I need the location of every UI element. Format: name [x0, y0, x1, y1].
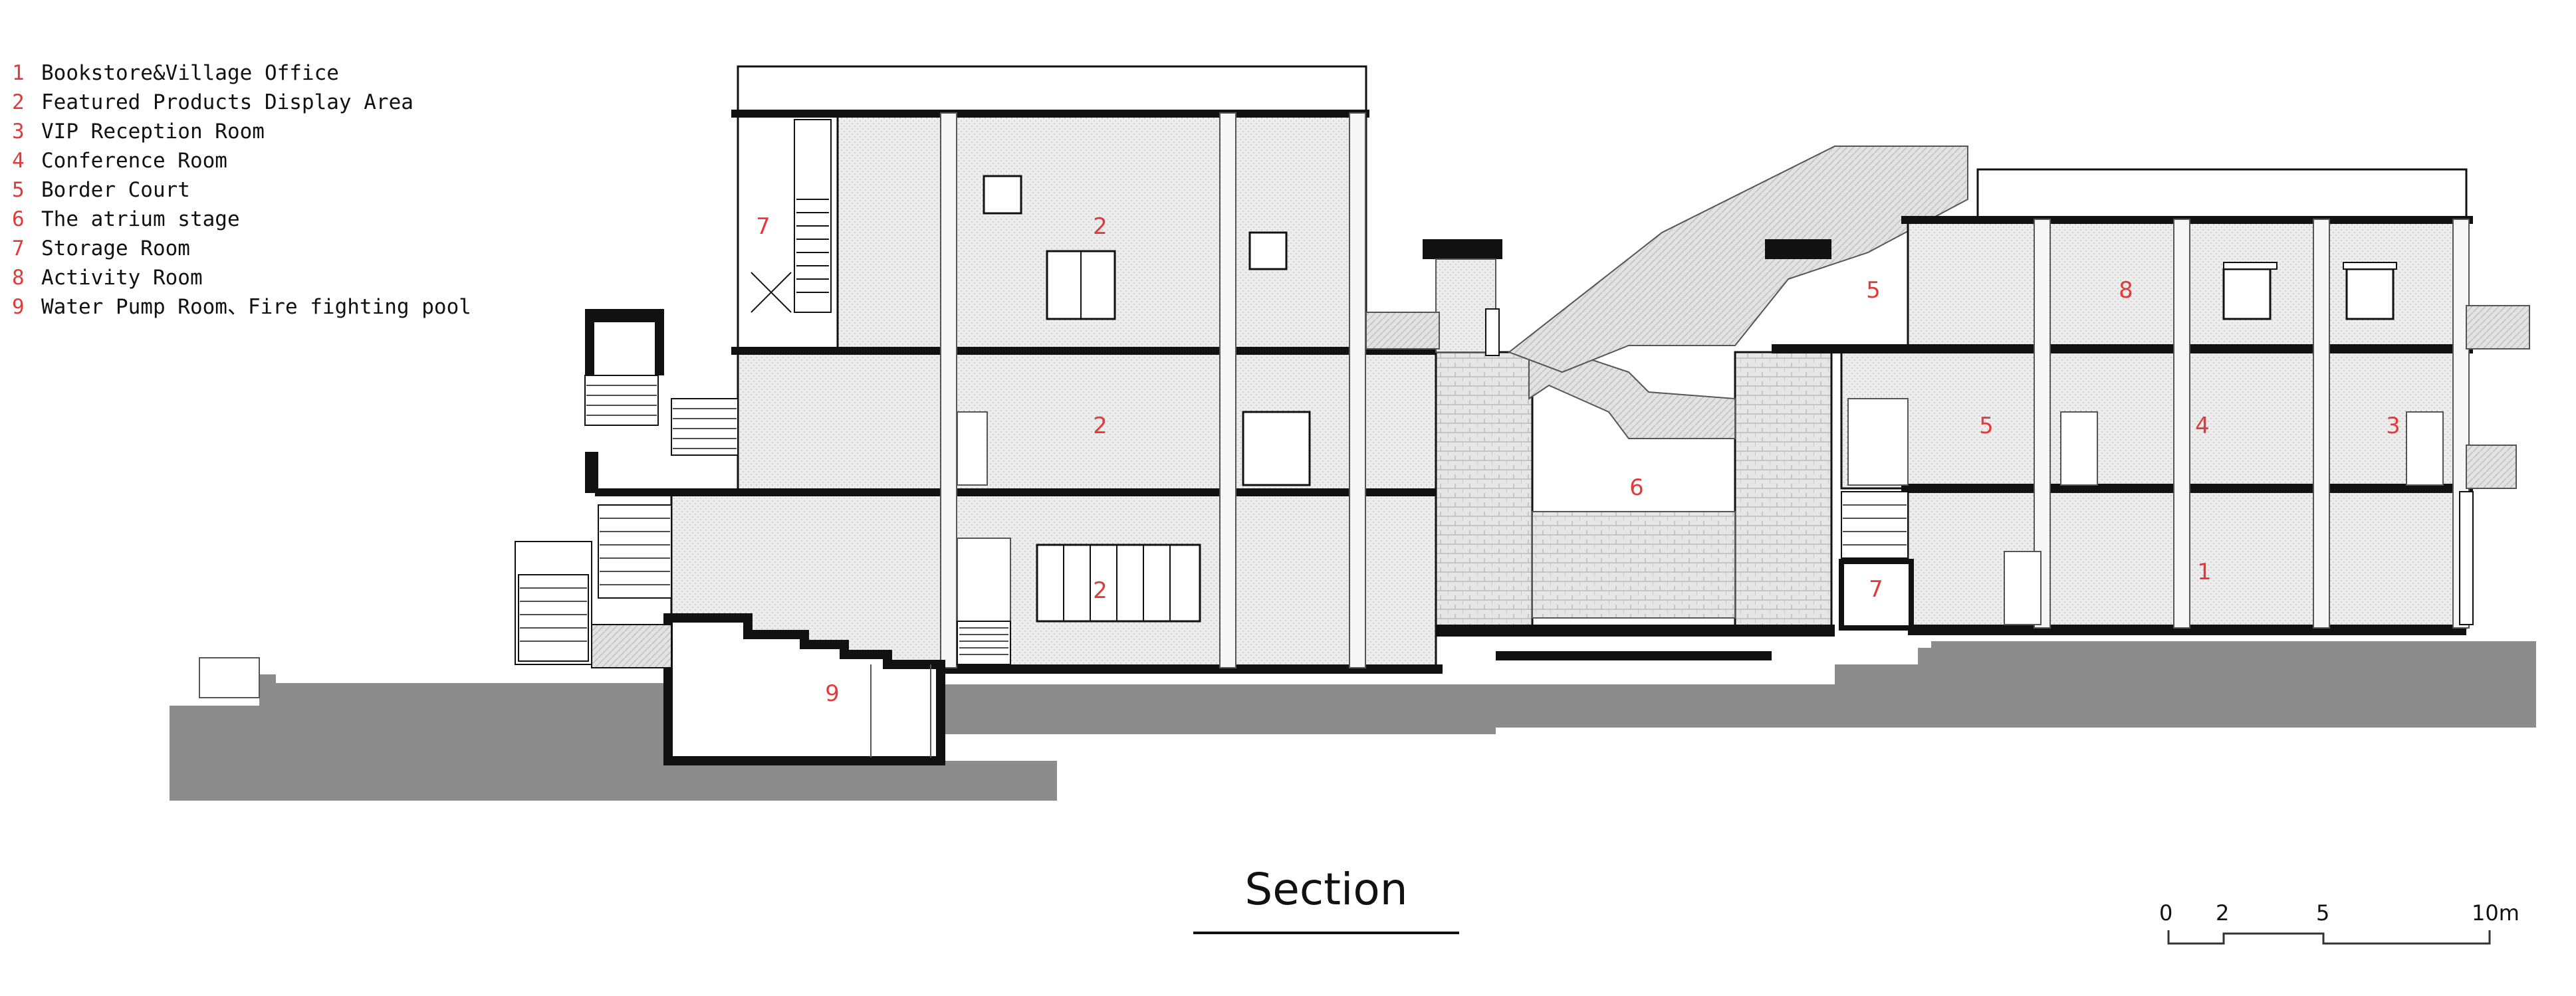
scale-tick-label: 10m [2472, 900, 2519, 926]
legend-label: The atrium stage [41, 207, 240, 231]
legend-label: Border Court [41, 178, 190, 202]
legend-label: Storage Room [41, 237, 190, 260]
legend-item: 5 Border Court [12, 175, 471, 205]
legend-item: 8 Activity Room [12, 263, 471, 292]
room-label: 8 [2119, 277, 2133, 304]
legend-number: 5 [12, 178, 25, 202]
legend-number: 8 [12, 266, 25, 290]
room-label: 4 [2195, 413, 2210, 439]
legend-number: 6 [12, 207, 25, 231]
left-stairs [199, 309, 739, 698]
scale-tick-label: 0 [2159, 900, 2173, 926]
legend-label: Activity Room [41, 266, 203, 290]
legend-item: 3 VIP Reception Room [12, 117, 471, 146]
room-label: 2 [1093, 213, 1108, 240]
room-label: 6 [1629, 474, 1644, 501]
building-left [595, 65, 1443, 674]
legend-item: 6 The atrium stage [12, 205, 471, 234]
legend-number: 1 [12, 61, 25, 85]
room-label: 1 [2197, 559, 2212, 585]
legend-label: Conference Room [41, 149, 227, 173]
legend-label: Featured Products Display Area [41, 90, 413, 114]
room-label: 2 [1093, 413, 1108, 439]
legend-label: Water Pump Room、Fire fighting pool [41, 295, 471, 319]
scale-bar [2167, 930, 2491, 945]
legend-item: 4 Conference Room [12, 146, 471, 175]
legend-label: Bookstore&Village Office [41, 61, 339, 85]
scale-tick-label: 2 [2216, 900, 2230, 926]
room-label: 7 [756, 213, 770, 240]
title-underline [1193, 932, 1459, 934]
building-right [1772, 168, 2530, 635]
drawing-title: Section [1244, 864, 1408, 915]
room-label: 2 [1093, 577, 1108, 604]
atrium [1365, 146, 1968, 660]
legend: 1 Bookstore&Village Office 2 Featured Prod… [12, 58, 471, 322]
legend-number: 4 [12, 149, 25, 173]
legend-number: 9 [12, 295, 25, 319]
room-label: 3 [2386, 413, 2400, 439]
legend-item: 2 Featured Products Display Area [12, 88, 471, 117]
scale-tick-label: 5 [2316, 900, 2330, 926]
legend-label: VIP Reception Room [41, 120, 265, 144]
room-label: 7 [1869, 576, 1883, 603]
room-label: 9 [825, 680, 840, 707]
room-label: 5 [1866, 277, 1881, 304]
basement [663, 613, 945, 765]
legend-number: 7 [12, 237, 25, 260]
legend-number: 3 [12, 120, 25, 144]
legend-item: 1 Bookstore&Village Office [12, 58, 471, 88]
room-label: 5 [1979, 413, 1994, 439]
legend-number: 2 [12, 90, 25, 114]
legend-item: 9 Water Pump Room、Fire fighting pool [12, 292, 471, 322]
room-labels: 7 2 2 2 9 6 5 8 5 4 3 7 1 [756, 213, 2400, 707]
legend-item: 7 Storage Room [12, 234, 471, 263]
